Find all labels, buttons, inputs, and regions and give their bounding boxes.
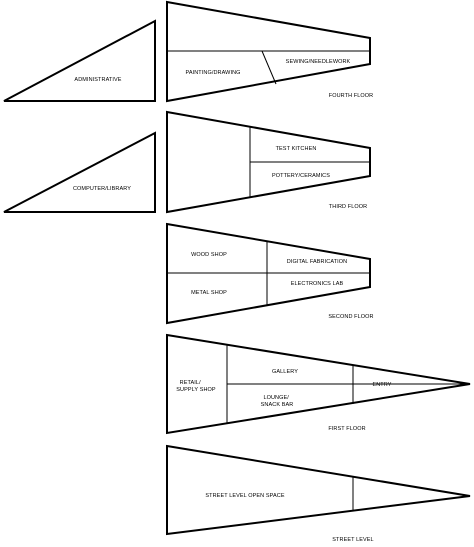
fourth-floor-annex: ADMINISTRATIVE (3, 19, 156, 102)
first-floor-outline (166, 333, 471, 435)
floor-label-second: SECOND FLOOR (328, 314, 373, 320)
room-label-digital-fabrication: DIGITAL FABRICATION (287, 259, 347, 265)
room-label-retail-supply-shop: RETAIL/ SUPPLY SHOP (176, 380, 216, 393)
first-floor-plan: RETAIL/ SUPPLY SHOP GALLERY LOUNGE/ SNAC… (166, 333, 471, 435)
room-label-electronics-lab: ELECTRONICS LAB (291, 281, 344, 287)
floor-label-fourth: FOURTH FLOOR (329, 93, 374, 99)
third-floor-plan: TEST KITCHEN POTTERY/CERAMICS THIRD FLOO… (166, 110, 371, 214)
floor-label-street: STREET LEVEL (332, 537, 373, 543)
room-label-street-level-open-space: STREET LEVEL OPEN SPACE (205, 493, 284, 499)
fourth-floor-outline (166, 0, 371, 103)
room-label-gallery: GALLERY (272, 369, 298, 375)
room-label-test-kitchen: TEST KITCHEN (276, 146, 317, 152)
fourth-floor-annex-outline (3, 19, 156, 102)
street-level-plan: STREET LEVEL OPEN SPACE STREET LEVEL (166, 444, 471, 543)
floor-label-first: FIRST FLOOR (328, 426, 365, 432)
room-label-computer-library: COMPUTER/LIBRARY (73, 186, 131, 192)
fourth-floor-wall (261, 50, 277, 85)
room-label-sewing-needlework: SEWING/NEEDLEWORK (286, 59, 351, 65)
floor-label-third: THIRD FLOOR (329, 204, 367, 210)
room-label-administrative: ADMINISTRATIVE (74, 77, 121, 83)
third-floor-annex: COMPUTER/LIBRARY (3, 131, 156, 213)
second-floor-plan: WOOD SHOP METAL SHOP DIGITAL FABRICATION… (166, 222, 374, 325)
room-label-pottery-ceramics: POTTERY/CERAMICS (272, 173, 330, 179)
third-floor-outline (166, 110, 371, 214)
room-label-painting-drawing: PAINTING/DRAWING (185, 70, 240, 76)
room-label-metal-shop: METAL SHOP (191, 290, 227, 296)
street-level-outline (166, 444, 471, 536)
third-floor-annex-outline (3, 131, 156, 213)
room-label-entry: ENTRY (372, 382, 391, 388)
fourth-floor-plan: PAINTING/DRAWING SEWING/NEEDLEWORK FOURT… (166, 0, 374, 103)
second-floor-outline (166, 222, 371, 325)
room-label-lounge-snack-bar: LOUNGE/ SNACK BAR (261, 395, 294, 408)
room-label-wood-shop: WOOD SHOP (191, 252, 227, 258)
